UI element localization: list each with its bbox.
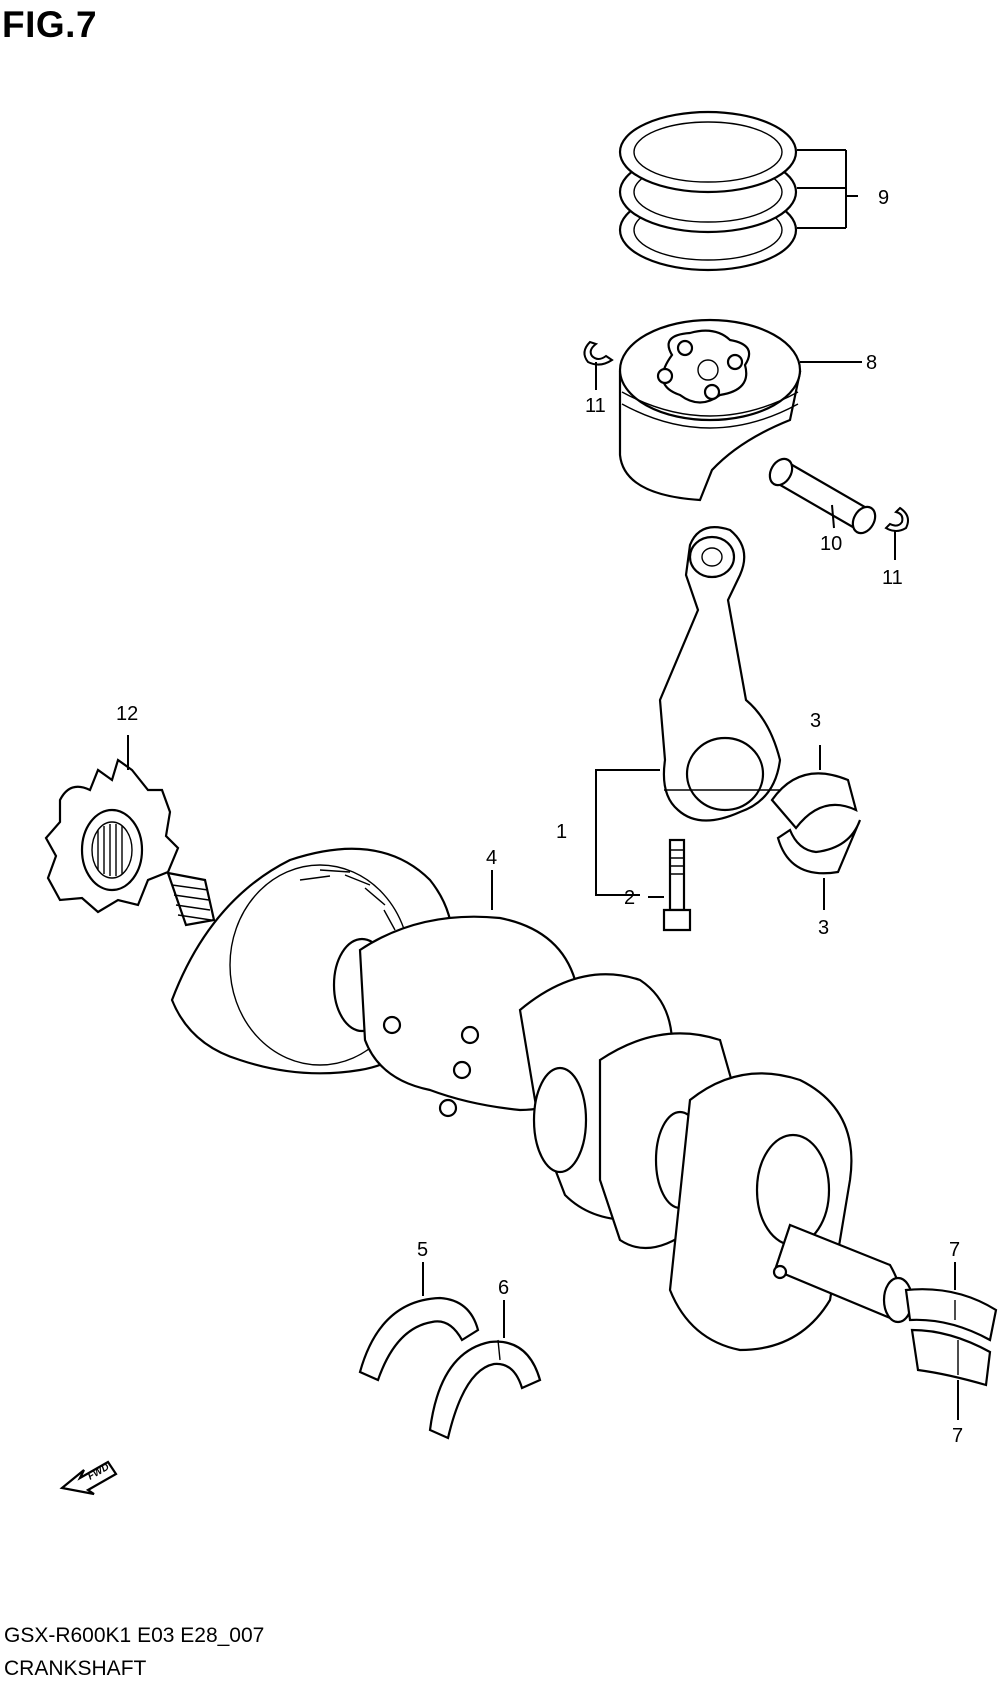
callout-3-upper: 3 <box>810 710 821 732</box>
conrod-bearing-lower <box>776 819 862 875</box>
crankshaft <box>166 847 914 1352</box>
callout-9: 9 <box>878 187 889 209</box>
circlip-upper <box>583 340 614 366</box>
drawing-code: GSX-R600K1 E03 E28_007 <box>4 1624 265 1647</box>
part-group-name: CRANKSHAFT <box>4 1657 147 1680</box>
thrust-washer-right <box>428 1339 542 1440</box>
callout-12: 12 <box>116 703 138 725</box>
callout-10: 10 <box>820 533 842 555</box>
conrod-bolt <box>662 838 692 932</box>
main-bearing <box>904 1288 998 1387</box>
fwd-direction-icon: FWD <box>59 1460 118 1496</box>
callout-11-lower: 11 <box>882 567 903 589</box>
conrod-bearing-upper <box>770 772 858 830</box>
cam-drive-sprocket <box>44 758 180 914</box>
callout-8: 8 <box>866 352 877 374</box>
callout-5: 5 <box>417 1239 428 1261</box>
piston-pin <box>768 457 877 535</box>
leader-10 <box>831 504 835 529</box>
piston <box>618 318 802 502</box>
thrust-washer-left <box>358 1296 480 1382</box>
callout-7-upper: 7 <box>949 1239 960 1261</box>
callout-3-lower: 3 <box>818 917 829 939</box>
callout-7-lower: 7 <box>952 1425 963 1447</box>
callout-1: 1 <box>556 821 567 843</box>
leader-1 <box>595 769 660 896</box>
figure-title: FIG.7 <box>2 4 98 45</box>
connecting-rod <box>658 526 782 822</box>
callout-4: 4 <box>486 847 497 869</box>
piston-rings <box>618 110 798 272</box>
circlip-lower <box>884 506 909 532</box>
callout-2: 2 <box>624 887 635 909</box>
leader-9 <box>797 149 858 229</box>
callout-11-upper: 11 <box>585 395 606 417</box>
callout-6: 6 <box>498 1277 509 1299</box>
